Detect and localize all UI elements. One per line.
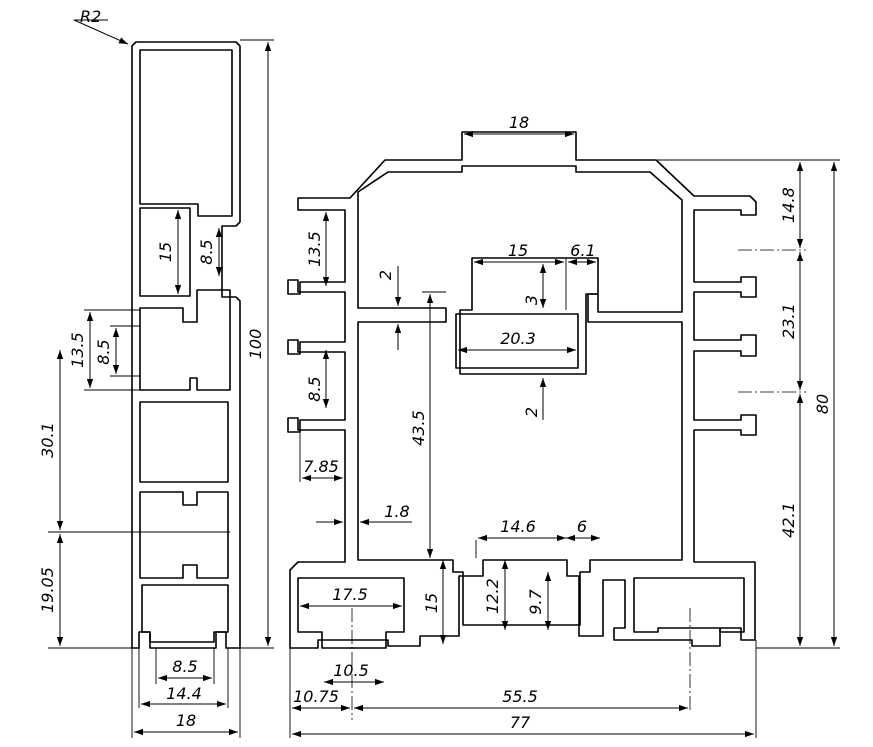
left-profile-outline [131,41,241,649]
left-center-cavity [139,401,229,483]
left-upper-slot [139,207,191,297]
dim-8-5-label: 8.5 [172,657,197,676]
dim-13-5-label: 13.5 [305,231,324,267]
dim-18-label: 18 [176,711,196,730]
dim-18-label: 18 [509,113,529,132]
dim-15-label: 15 [156,242,175,262]
dim-9-7-label: 9.7 [526,588,545,614]
dim-15-label: 15 [508,241,528,260]
dim-r2-label: R2 [80,7,101,26]
dim-19-05-label: 19.05 [38,567,57,613]
dimension-labels: R2 15 8.5 100 13.5 8.5 30.1 19.05 8.5 14… [38,7,832,732]
left-profile [131,41,241,649]
dim-14-4-label: 14.4 [166,684,202,703]
left-dimensions [48,19,274,738]
dim-3-label: 3 [522,295,541,305]
right-bottom-left-slot [297,577,405,649]
dim-1-8-label: 1.8 [384,502,409,521]
dim-42-1-label: 42.1 [779,502,798,538]
dim-2-label: 2 [376,270,395,280]
right-profile-outline [287,131,757,649]
left-lower-slot [139,491,229,579]
dim-13-5-label: 13.5 [68,332,87,368]
dim-55-5-label: 55.5 [502,687,538,706]
dim-2-label: 2 [522,407,541,417]
dim-77-label: 77 [510,713,531,732]
dim-10-5-label: 10.5 [333,661,369,680]
dim-14-8-label: 14.8 [779,187,798,223]
dim-30-1-label: 30.1 [38,422,57,458]
dim-15-label: 15 [422,593,441,613]
dim-8-5-label: 8.5 [305,376,324,401]
left-top-cavity [139,49,233,217]
dim-14-6-label: 14.6 [500,517,536,536]
dim-80-label: 80 [813,394,832,414]
left-bottom-cavity [141,584,229,643]
right-dimensions [289,130,840,738]
dim-8-5-label: 8.5 [94,339,113,364]
dim-12-2-label: 12.2 [483,578,502,614]
dim-43-5-label: 43.5 [409,410,428,446]
dim-100-label: 100 [246,329,265,360]
right-profile [287,131,757,649]
dim-7-85-label: 7.85 [303,457,339,476]
dim-6-1-label: 6.1 [570,241,595,260]
dim-10-75-label: 10.75 [293,687,339,706]
dim-23-1-label: 23.1 [779,303,798,339]
dim-8-5-label: 8.5 [197,239,216,264]
dim-6-label: 6 [577,517,587,536]
dim-20-3-label: 20.3 [500,329,536,348]
right-bottom-right-slot [633,577,745,633]
right-top-chamber [357,165,683,626]
dim-17-5-label: 17.5 [332,585,368,604]
right-center-slot [459,257,599,375]
right-inner-slot [455,313,579,369]
left-mid-slot [139,289,231,391]
